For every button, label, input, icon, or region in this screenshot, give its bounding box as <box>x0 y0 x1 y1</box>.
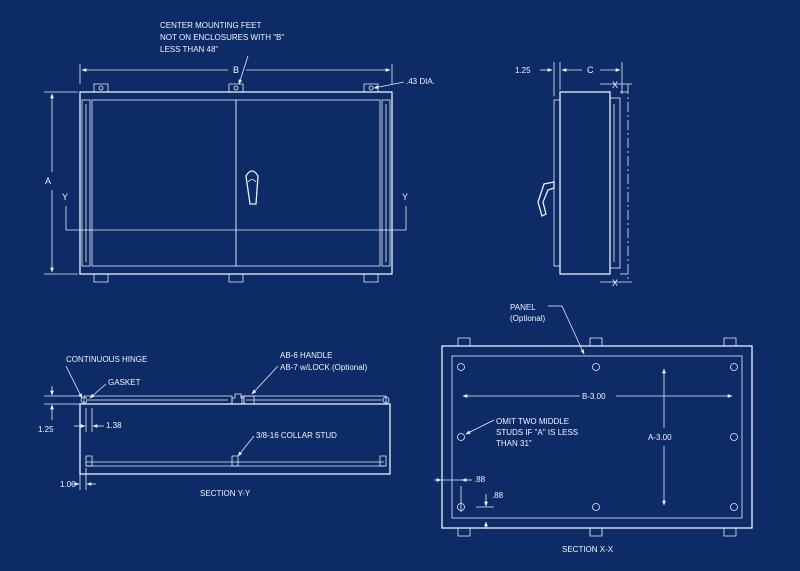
xx-dim-88a: .88 <box>474 475 486 484</box>
mounting-foot-bottom-center <box>228 274 244 283</box>
side-handle <box>537 181 555 217</box>
left-door <box>91 99 237 267</box>
section-yy-title: SECTION Y-Y <box>200 489 251 498</box>
section-xx-title: SECTION X-X <box>562 545 614 554</box>
mounting-foot-bottom-right <box>363 274 379 283</box>
handle-label-2: AB-7 w/LOCK (Optional) <box>280 363 367 372</box>
section-handle <box>231 393 245 404</box>
hinge-pin-icon <box>80 396 88 404</box>
collar-stud <box>231 455 239 467</box>
enclosure-outline <box>79 91 393 275</box>
left-hinge <box>81 99 91 267</box>
side-view: X X 1.25 C <box>515 62 632 288</box>
right-hinge <box>381 99 391 267</box>
xx-dim-b: B-3.00 <box>582 392 606 401</box>
mounting-studs <box>457 363 738 511</box>
section-xx-body <box>441 345 753 529</box>
section-xx-panel <box>451 355 743 519</box>
mounting-foot-top-center <box>228 83 244 92</box>
axis-y-left: Y <box>62 192 68 202</box>
front-view: Y Y B CENTER MOUNTING FEET NOT ON ENCLOS… <box>44 21 435 283</box>
axis-x-bottom: X <box>612 278 618 288</box>
note-line-2: NOT ON ENCLOSURES WITH "B" <box>160 33 284 42</box>
section-yy-right-door <box>241 395 387 404</box>
mounting-foot-bottom-left <box>93 274 109 283</box>
dim-b-label: B <box>233 65 239 75</box>
axis-y-right: Y <box>402 192 408 202</box>
panel-label-1: PANEL <box>510 303 536 312</box>
yy-dim-100: 1.00 <box>60 480 76 489</box>
omit-note-1: OMIT TWO MIDDLE <box>496 417 569 426</box>
axis-x-top: X <box>612 80 618 90</box>
side-dim-125: 1.25 <box>515 66 531 75</box>
side-panel-edge <box>609 97 621 269</box>
panel-label-2: (Optional) <box>510 314 545 323</box>
xx-dim-88b: .88 <box>492 491 504 500</box>
note-line-3: LESS THAN 48" <box>160 45 218 54</box>
right-door <box>235 99 381 267</box>
xx-dim-a: A-3.00 <box>648 433 672 442</box>
mounting-foot-top-left <box>93 83 109 92</box>
section-xx-view: B-3.00 A-3.00 PANEL (Optional) OMIT TWO … <box>434 303 753 554</box>
side-dim-c: C <box>587 65 594 75</box>
hinge-label: CONTINUOUS HINGE <box>66 355 147 364</box>
handle-label-1: AB-6 HANDLE <box>280 351 332 360</box>
door-thickness <box>553 99 561 267</box>
section-yy-view: CONTINUOUS HINGE GASKET AB-6 HANDLE AB-7… <box>38 351 391 498</box>
note-line-1: CENTER MOUNTING FEET <box>160 21 261 30</box>
hole-dia-label: .43 DIA. <box>406 77 435 86</box>
stud-label: 3/8-16 COLLAR STUD <box>256 431 337 440</box>
omit-note-2: STUDS IF "A" IS LESS <box>496 428 578 437</box>
omit-note-3: THAN 31" <box>496 439 532 448</box>
door-handle <box>245 170 259 205</box>
section-yy-body <box>79 403 391 475</box>
side-body <box>559 91 611 275</box>
yy-dim-138: 1.38 <box>106 421 122 430</box>
yy-dim-125: 1.25 <box>38 425 54 434</box>
gasket-label: GASKET <box>108 378 141 387</box>
dim-a-label: A <box>45 176 51 186</box>
